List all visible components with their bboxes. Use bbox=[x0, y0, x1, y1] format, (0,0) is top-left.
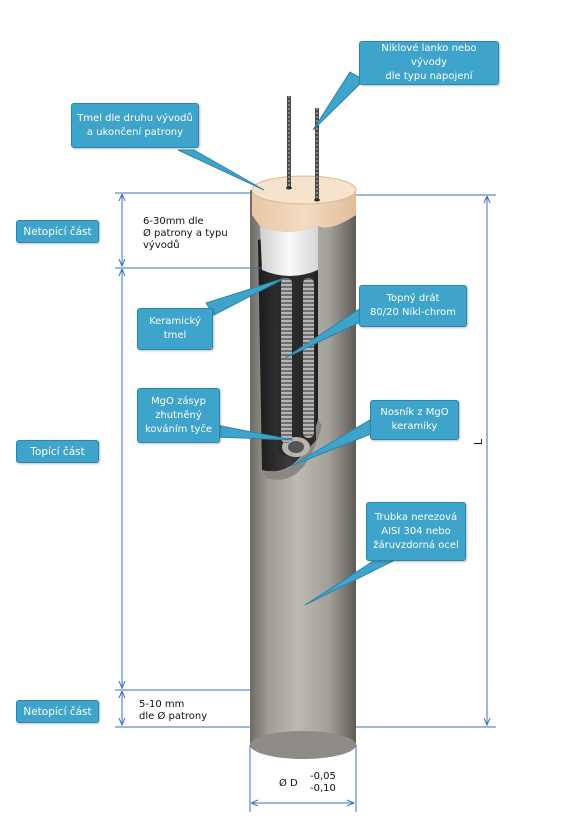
dim-top-length: 6-30mm dle Ø patrony a typu vývodů bbox=[143, 216, 228, 251]
callout-mgo-carrier: Nosník z MgO keramiky bbox=[370, 400, 459, 440]
section-label-heated: Topící část bbox=[16, 440, 99, 463]
section-label-top-unheated: Netopící část bbox=[16, 220, 99, 243]
callout-heating-wire: Topný drát 80/20 Nikl-chrom bbox=[359, 285, 467, 327]
dimension-lines bbox=[115, 192, 496, 812]
dim-tolerance-upper: -0,05 bbox=[310, 771, 336, 782]
top-cement bbox=[251, 175, 357, 232]
dim-tolerance-lower: -0,10 bbox=[310, 783, 336, 794]
callout-pointers bbox=[177, 71, 397, 606]
section-label-bottom-unheated: Netopící část bbox=[16, 700, 99, 723]
callout-top-cement: Tmel dle druhu vývodů a ukončení patrony bbox=[71, 103, 199, 148]
callout-mgo-fill: MgO zásyp zhutněný kováním tyče bbox=[137, 388, 220, 443]
callout-tube: Trubka nerezová AISI 304 nebo žáruvzdorn… bbox=[366, 502, 466, 561]
dim-diameter: Ø D bbox=[279, 778, 298, 789]
dim-bottom-length: 5-10 mm dle Ø patrony bbox=[139, 699, 208, 722]
callout-lead-wires: Niklové lanko nebo vývody dle typu napoj… bbox=[359, 41, 499, 85]
cutaway-interior bbox=[258, 226, 322, 480]
callout-ceramic-cement: Keramický tmel bbox=[137, 308, 213, 350]
dim-total-length: L bbox=[472, 438, 486, 446]
